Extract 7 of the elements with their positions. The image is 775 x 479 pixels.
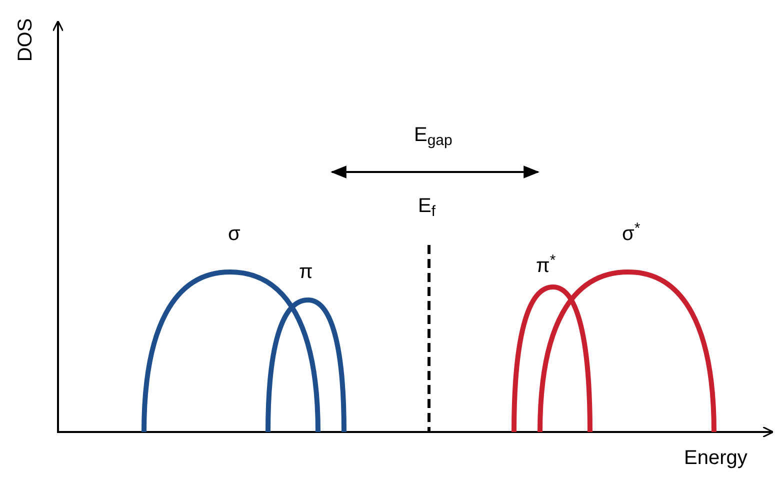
axis-label: DOS <box>16 18 36 62</box>
axis-label: σ <box>228 224 240 244</box>
axis-label: π$^{*}$ <box>536 256 556 276</box>
axis-label: Energy <box>684 448 748 468</box>
axis-label: π <box>299 262 313 282</box>
axis-label: E$_{f}$ <box>418 196 436 216</box>
axis-label: σ$^{*}$ <box>622 224 640 244</box>
